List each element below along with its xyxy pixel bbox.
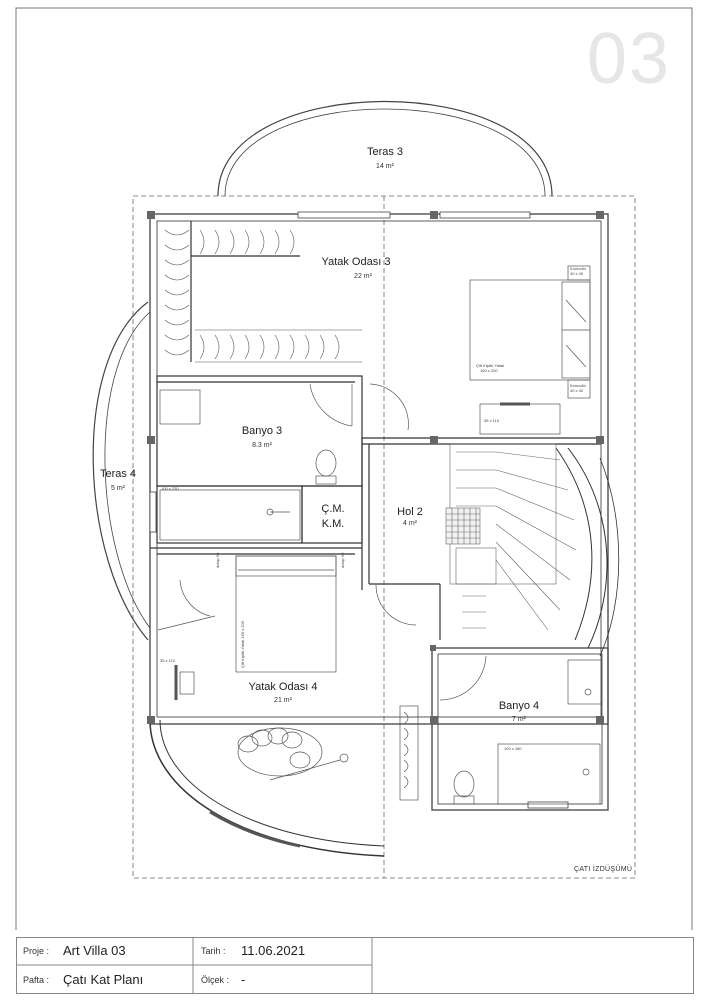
pafta-value: Çatı Kat Planı [63, 972, 144, 987]
main-walls [149, 213, 609, 811]
proje-label: Proje : [23, 946, 50, 956]
yatak4-curved-wall [149, 719, 385, 857]
title-block-grid [17, 938, 373, 993]
yatak4-name: Yatak Odası 4 [248, 681, 318, 693]
banyo3-name: Banyo 3 [241, 425, 283, 437]
bed3-line2: 160 x 200 [480, 368, 498, 373]
stair-curved-wall [555, 447, 620, 657]
wardrobe-hangers [164, 229, 362, 363]
banyo3-area: 8.3 m² [252, 442, 272, 449]
columns [147, 211, 604, 724]
komodin-bottom-line1: Komodin [570, 383, 586, 388]
pafta-label: Pafta : [23, 975, 50, 985]
banyo3-fixtures [159, 383, 409, 541]
shower3-size: 100 x 230 [161, 486, 179, 491]
windows [149, 211, 569, 809]
hol2-area: 4 m² [403, 520, 417, 527]
shower4-size: 100 x 180 [504, 746, 522, 751]
tarih-value: 11.06.2021 [241, 943, 306, 958]
proje-value: Art Villa 03 [63, 943, 126, 958]
banyo4-fixtures [399, 655, 603, 805]
page-border [15, 7, 693, 930]
olcek-label: Ölçek : [201, 975, 230, 985]
sheet-number: 03 [586, 19, 671, 99]
desk3-size: 35 x 110 [484, 418, 500, 423]
teras3-name: Teras 3 [366, 146, 404, 158]
tarih-label: Tarih : [201, 946, 226, 956]
yatak3-name: Yatak Odası 3 [321, 256, 391, 268]
staircase [445, 443, 577, 631]
wardrobe-a-label: dolap 60 [215, 552, 220, 568]
cmkm-name-line1: Ç.M. [321, 503, 345, 515]
banyo4-area: 7 m² [512, 716, 526, 723]
yatak4-area: 21 m² [274, 697, 292, 704]
title-block: Proje : Art Villa 03 Tarih : 11.06.2021 … [16, 937, 694, 994]
komodin-top-line1: Komodin [570, 266, 586, 271]
olcek-value: - [241, 972, 246, 987]
hol2-name: Hol 2 [397, 506, 423, 518]
banyo4-name: Banyo 4 [498, 700, 540, 712]
yatak3-area: 22 m² [354, 273, 372, 280]
teras3-area: 14 m² [376, 163, 394, 170]
floor-plan-drawing [15, 7, 693, 930]
bed-yatak3 [469, 265, 591, 435]
teras4-arc [92, 301, 151, 641]
bed4-label: Çift Kişilik Yatak 160 x 200 [240, 621, 245, 668]
wardrobe-b-label: dolap 60 [340, 552, 345, 568]
desk4-size: 35 x 110 [160, 658, 176, 663]
komodin-bottom-line2: 40 x 40 [570, 388, 584, 393]
teras4-name: Teras 4 [99, 468, 137, 480]
cmkm-name-line2: K.M. [321, 518, 345, 530]
yatak4-furniture [157, 555, 417, 781]
roof-projection-outline [132, 195, 636, 879]
komodin-top-line2: 40 x 40 [570, 271, 584, 276]
teras4-area: 5 m² [111, 485, 125, 492]
bed3-line1: Çift Kişilik Yatak [476, 363, 505, 368]
roof-projection-label: ÇATI İZDÜŞÜMÜ [574, 866, 633, 873]
